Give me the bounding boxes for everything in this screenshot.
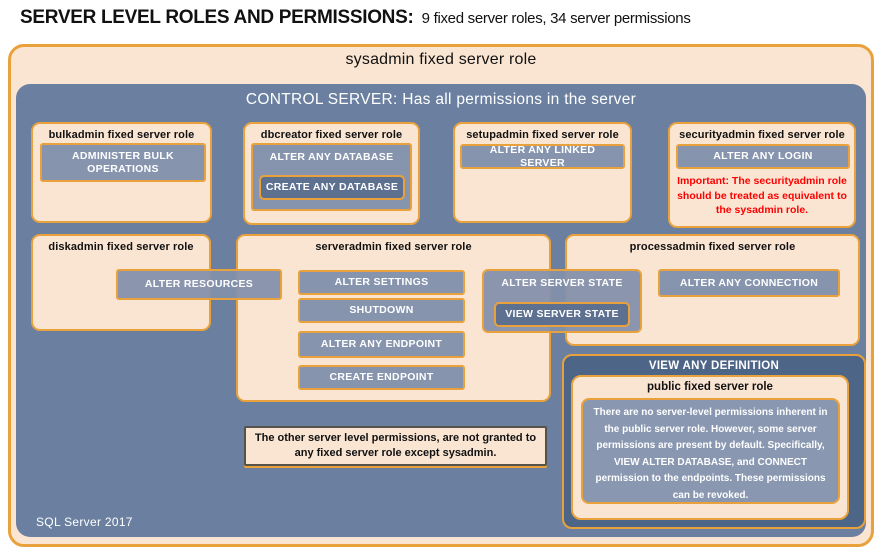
control-server-heading: CONTROL SERVER: Has all permissions in t… (245, 91, 637, 108)
view-any-definition-label: VIEW ANY DEFINITION (648, 360, 780, 372)
permission-alter-any-connection: ALTER ANY CONNECTION (658, 269, 840, 297)
bulkadmin-role-title: bulkadmin fixed server role (48, 129, 195, 141)
permission-alter-any-linked-server: ALTER ANY LINKED SERVER (460, 144, 625, 169)
page-title-subtitle: 9 fixed server roles, 34 server permissi… (421, 10, 691, 27)
other-permissions-note: The other server level permissions, are … (244, 426, 547, 466)
permission-alter-resources: ALTER RESOURCES (116, 269, 282, 300)
sysadmin-role-label: sysadmin fixed server role (345, 51, 537, 68)
public-role-description: There are no server-level permissions in… (581, 398, 840, 504)
diskadmin-role-title: diskadmin fixed server role (48, 241, 194, 253)
permission-create-any-database: CREATE ANY DATABASE (259, 175, 405, 200)
permission-shutdown: SHUTDOWN (298, 298, 465, 323)
permission-create-endpoint: CREATE ENDPOINT (298, 365, 465, 390)
setupadmin-role-box: setupadmin fixed server role (453, 122, 632, 223)
permission-alter-settings: ALTER SETTINGS (298, 270, 465, 295)
public-role-title: public fixed server role (647, 381, 773, 393)
page-title: SERVER LEVEL ROLES AND PERMISSIONS: 9 fi… (20, 7, 870, 29)
securityadmin-role-title: securityadmin fixed server role (679, 129, 845, 141)
processadmin-role-title: processadmin fixed server role (629, 241, 796, 253)
permission-administer-bulk-operations: ADMINISTER BULK OPERATIONS (40, 143, 206, 182)
dbcreator-role-title: dbcreator fixed server role (260, 129, 403, 141)
securityadmin-role-box: securityadmin fixed server role (668, 122, 856, 228)
sql-server-version-label: SQL Server 2017 (36, 515, 133, 529)
securityadmin-warning-text: Important: The securityadmin role should… (677, 175, 847, 216)
serveradmin-role-title: serveradmin fixed server role (315, 241, 472, 253)
setupadmin-role-title: setupadmin fixed server role (466, 129, 619, 141)
page-title-bold: SERVER LEVEL ROLES AND PERMISSIONS: (20, 7, 414, 28)
permission-view-server-state: VIEW SERVER STATE (494, 302, 630, 327)
permission-alter-any-login: ALTER ANY LOGIN (676, 144, 850, 169)
permission-alter-any-endpoint: ALTER ANY ENDPOINT (298, 331, 465, 358)
